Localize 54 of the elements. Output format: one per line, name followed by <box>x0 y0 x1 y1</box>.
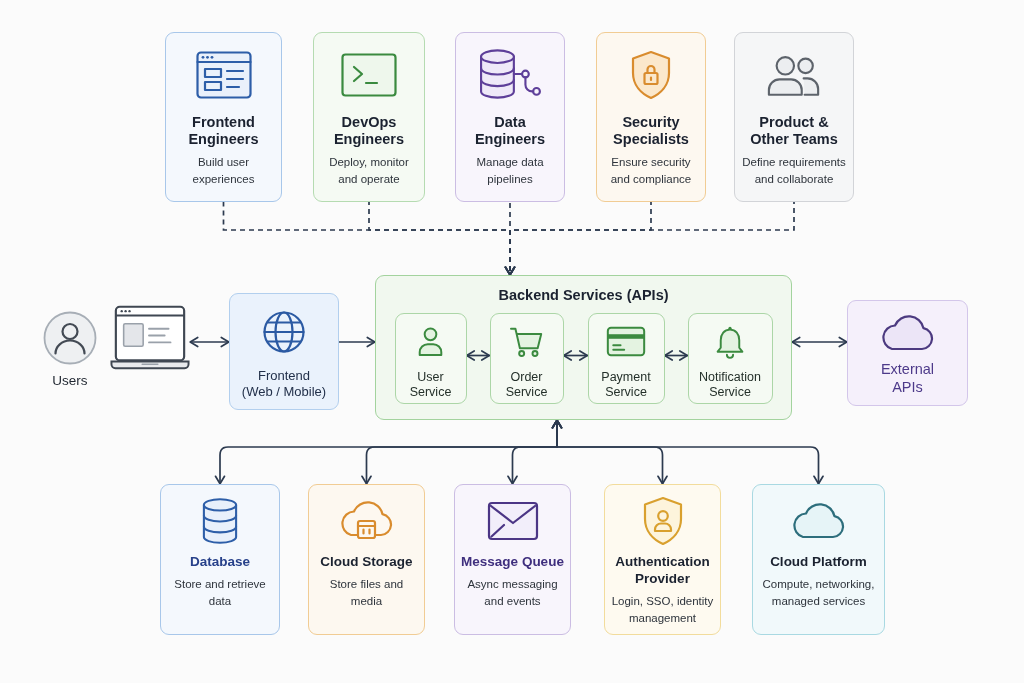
card-description: Login, SSO, identity management <box>610 594 715 626</box>
team-card <box>313 32 425 202</box>
card-description: Define requirements and collaborate <box>741 155 847 187</box>
card-title: Message Queue <box>461 553 564 570</box>
component-card <box>454 484 571 635</box>
component-card <box>160 484 280 635</box>
component-card <box>604 484 721 635</box>
double-arrow <box>562 350 589 361</box>
card-label: External APIs <box>879 360 936 396</box>
service-label: Order Service <box>504 369 549 400</box>
double-arrow <box>551 419 824 485</box>
component-card <box>847 300 968 406</box>
double-arrow <box>189 336 230 348</box>
card-title: Data Engineers <box>473 114 547 148</box>
team-card <box>596 32 706 202</box>
double-arrow <box>465 350 491 361</box>
card-title: Cloud Storage <box>320 553 413 570</box>
service-label: Notification Service <box>698 369 762 400</box>
card-description: Async messaging and events <box>466 577 559 609</box>
card-description: Store and retrieve data <box>173 577 267 609</box>
card-title: DevOps Engineers <box>332 114 406 148</box>
card-title: Cloud Platform <box>770 553 867 570</box>
service-card <box>489 312 564 404</box>
service-card <box>687 312 773 404</box>
laptop-icon <box>110 305 190 370</box>
panel-title: Backend Services (APIs) <box>498 286 669 304</box>
service-label: User Service <box>408 369 453 400</box>
card-title: Product & Other Teams <box>749 114 839 148</box>
card-label: Frontend (Web / Mobile) <box>241 368 327 400</box>
card-title: Authentication Provider <box>614 553 711 587</box>
service-card <box>394 312 467 404</box>
team-card <box>455 32 565 202</box>
double-arrow <box>663 350 689 361</box>
user-label: Users <box>52 373 88 389</box>
service-label: Payment Service <box>600 369 652 400</box>
dashed-arrow <box>504 201 795 276</box>
services-panel <box>375 275 792 420</box>
card-description: Compute, networking, managed services <box>761 577 876 609</box>
service-card <box>587 312 665 404</box>
component-card <box>308 484 425 635</box>
component-card <box>752 484 885 635</box>
card-description: Build user experiences <box>191 155 256 187</box>
component-card <box>229 293 339 410</box>
double-arrow <box>791 336 848 348</box>
arrow <box>338 336 376 348</box>
card-description: Store files and media <box>328 577 405 609</box>
team-card <box>165 32 282 202</box>
team-card <box>734 32 854 202</box>
card-description: Deploy, monitor and operate <box>328 155 410 187</box>
card-title: Frontend Engineers <box>187 114 260 148</box>
card-title: Security Specialists <box>612 114 690 148</box>
card-description: Manage data pipelines <box>475 155 545 187</box>
card-title: Database <box>189 553 250 570</box>
card-description: Ensure security and compliance <box>609 155 693 187</box>
